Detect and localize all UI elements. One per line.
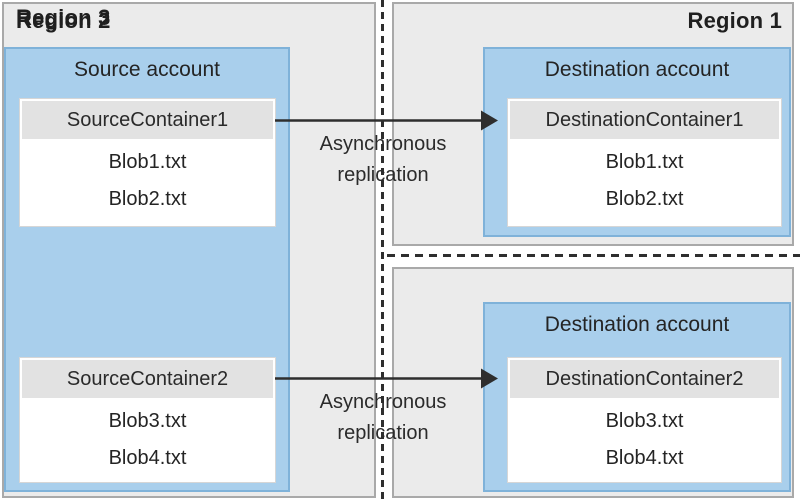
source-container-1-blobs: Blob1.txt Blob2.txt xyxy=(20,141,275,218)
destination-container-1-header: DestinationContainer1 xyxy=(510,101,779,139)
blob-item: Blob1.txt xyxy=(108,151,187,173)
destination-container-2: DestinationContainer2 Blob3.txt Blob4.tx… xyxy=(507,357,782,483)
source-container-2-header: SourceContainer2 xyxy=(22,360,273,398)
blob-item: Blob3.txt xyxy=(108,410,187,432)
replication-label-1-line1: Asynchronous xyxy=(319,133,447,155)
source-container-1: SourceContainer1 Blob1.txt Blob2.txt xyxy=(19,98,276,227)
blob-item: Blob4.txt xyxy=(108,447,187,469)
destination-container-1-blobs: Blob1.txt Blob2.txt xyxy=(508,141,781,218)
destination-container-2-header: DestinationContainer2 xyxy=(510,360,779,398)
region-1-label: Region 1 xyxy=(687,8,782,33)
blob-item: Blob2.txt xyxy=(108,188,187,210)
blob-item: Blob1.txt xyxy=(605,151,684,173)
destination-container-2-blobs: Blob3.txt Blob4.txt xyxy=(508,400,781,477)
source-container-2: SourceContainer2 Blob3.txt Blob4.txt xyxy=(19,357,276,483)
replication-label-2-line2: replication xyxy=(337,422,429,444)
replication-label-1-line2: replication xyxy=(337,164,429,186)
destination-container-1: DestinationContainer1 Blob1.txt Blob2.tx… xyxy=(507,98,782,227)
replication-label-2-line1: Asynchronous xyxy=(319,391,447,413)
source-container-2-blobs: Blob3.txt Blob4.txt xyxy=(20,400,275,477)
destination-account-region2-title: Destination account xyxy=(544,58,730,81)
replication-label-2: Asynchronous replication xyxy=(273,387,493,449)
source-container-1-header: SourceContainer1 xyxy=(22,101,273,139)
region-3-label: Region 3 xyxy=(16,5,111,30)
blob-item: Blob4.txt xyxy=(605,447,684,469)
blob-item: Blob3.txt xyxy=(605,410,684,432)
source-account-title: Source account xyxy=(74,58,220,81)
destination-account-region3-title: Destination account xyxy=(544,313,730,336)
region-2-label: Region 2 xyxy=(16,8,111,33)
replication-label-1: Asynchronous replication xyxy=(273,129,493,191)
blob-item: Blob2.txt xyxy=(605,188,684,210)
